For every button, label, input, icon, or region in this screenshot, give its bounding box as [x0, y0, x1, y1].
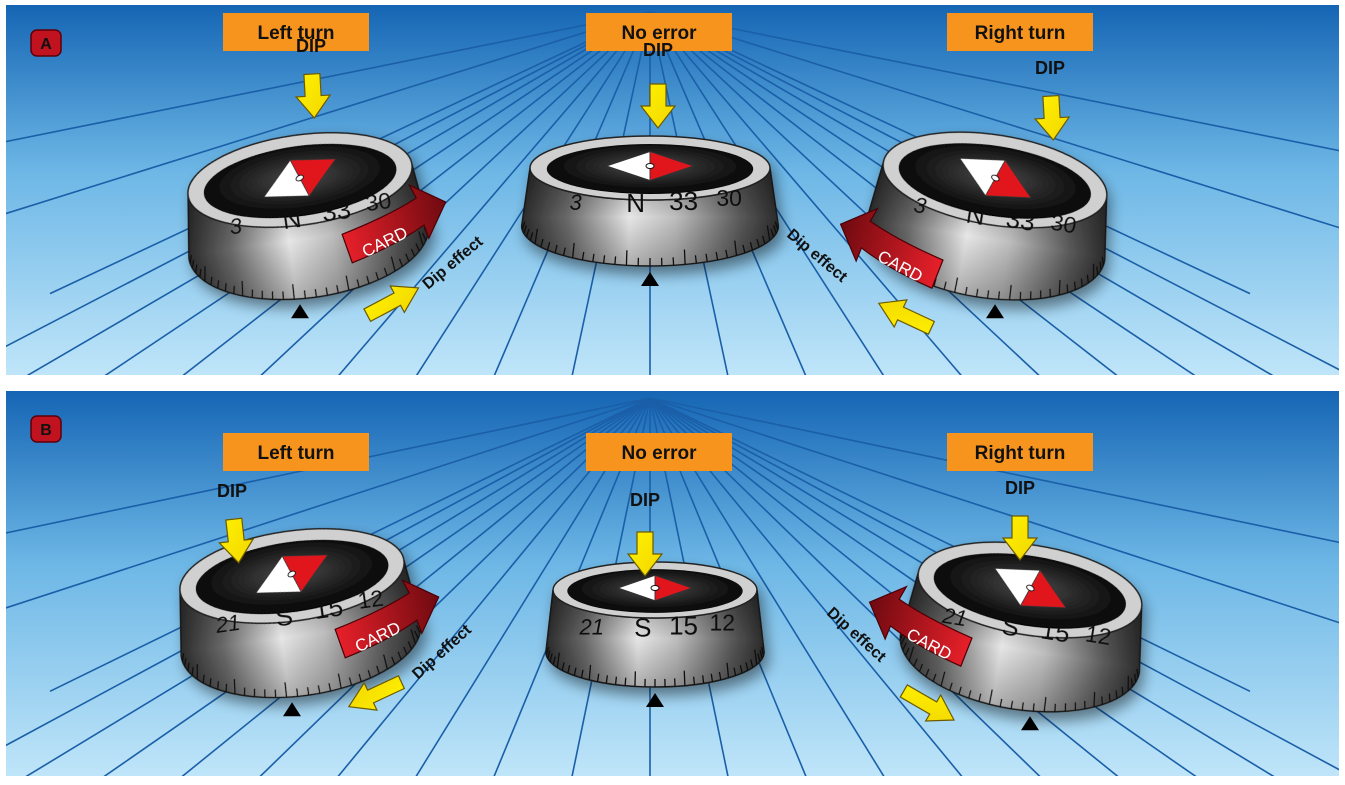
heading-right-turn: Right turn — [947, 433, 1093, 471]
heading-number-center: 33 — [1004, 203, 1037, 237]
compass: 3 N 33 30 — [522, 136, 779, 266]
dip-label: DIP — [1035, 58, 1065, 78]
heading-right-turn: Right turn — [947, 13, 1093, 51]
cardinal-letter: S — [634, 613, 651, 643]
heading-number-center: 33 — [669, 186, 698, 216]
dip-label: DIP — [296, 36, 326, 56]
heading-left-turn: Left turn — [223, 433, 369, 471]
panel-badge-label: A — [40, 36, 52, 53]
heading-left-turn-label: Left turn — [257, 443, 334, 464]
dip-label: DIP — [630, 490, 660, 510]
heading-number-right: 30 — [716, 185, 742, 211]
heading-number-center: 33 — [320, 194, 353, 228]
heading-number-left: 21 — [579, 615, 604, 640]
heading-number-center: 15 — [669, 611, 698, 641]
dip-label: DIP — [217, 481, 247, 501]
cardinal-letter: N — [626, 188, 645, 218]
heading-number-right: 30 — [364, 187, 393, 216]
heading-number-right: 12 — [710, 610, 736, 636]
heading-number-center: 15 — [1039, 614, 1072, 648]
heading-no-error-label: No error — [622, 443, 698, 464]
compass: 21 S 15 12 — [546, 562, 764, 687]
panel-badge: A — [31, 30, 61, 56]
panel-badge: B — [31, 416, 61, 442]
heading-number-left: 3 — [569, 190, 582, 215]
dip-label: DIP — [1005, 478, 1035, 498]
heading-right-turn-label: Right turn — [975, 443, 1066, 464]
heading-number-right: 30 — [1049, 209, 1078, 239]
heading-number-right: 12 — [1084, 620, 1113, 650]
heading-number-left: 21 — [213, 610, 242, 638]
heading-number-center: 15 — [312, 591, 345, 625]
heading-right-turn-label: Right turn — [975, 23, 1066, 44]
panel-badge-label: B — [40, 422, 52, 439]
heading-no-error: No error — [586, 433, 732, 471]
dip-label: DIP — [643, 40, 673, 60]
